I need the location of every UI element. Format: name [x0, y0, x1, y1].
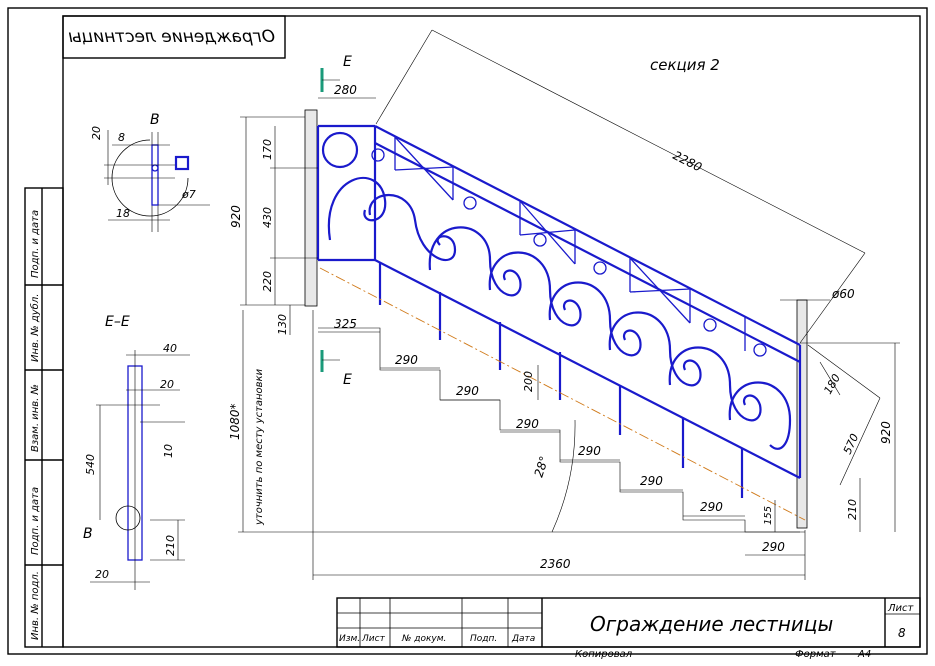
- cut-label-top: E: [343, 54, 352, 70]
- dim-step-4: 290: [640, 474, 663, 488]
- dim-step-6: 290: [762, 540, 785, 554]
- side-label-3: Инв. № дубл.: [29, 294, 41, 362]
- stamp-title: Ограждение лестницы: [590, 612, 833, 636]
- dim-b-phi7: ø7: [181, 188, 196, 201]
- stamp-col-izm: Изм.: [339, 634, 360, 644]
- dim-v-170: 170: [261, 139, 274, 160]
- dim-v-220: 220: [261, 271, 274, 292]
- side-label-2: Взам. инв. №: [30, 384, 41, 452]
- stamp-col-list: Лист: [361, 634, 386, 644]
- dim-v-200: 200: [522, 371, 535, 392]
- copied-label: Копировал: [575, 649, 633, 660]
- upper-panels: [371, 136, 767, 357]
- side-label-4: Подп. и дата: [30, 210, 41, 278]
- sheet-number: 8: [898, 626, 906, 640]
- dim-b-8: 8: [118, 131, 125, 144]
- dim-ee-40: 40: [163, 342, 177, 355]
- dim-step-1: 290: [456, 384, 479, 398]
- top-handrail: [374, 125, 801, 346]
- dim-2360: 2360: [540, 557, 571, 571]
- dim-v-920: 920: [229, 205, 243, 228]
- format-label: Формат: [795, 649, 837, 660]
- view-ee-section: E–E 40 20 540 10 B 210 20: [83, 314, 190, 590]
- b-square-tube: [174, 155, 190, 171]
- dim-b-18: 18: [116, 207, 130, 220]
- side-strip: Инв. № подл. Подп. и дата Взам. инв. № И…: [24, 187, 64, 648]
- dim-step-3: 290: [578, 444, 601, 458]
- dim-v-430: 430: [261, 207, 274, 228]
- stamp-col-podp: Подп.: [470, 634, 497, 644]
- dim-ee-540: 540: [84, 454, 97, 475]
- cut-label-bottom: E: [343, 372, 352, 388]
- dim-r-210: 210: [846, 499, 859, 520]
- cut-markers: E E: [320, 54, 352, 388]
- stair-steps: [318, 327, 805, 533]
- dim-ee-20a: 20: [160, 378, 174, 391]
- inner-frame: [62, 15, 921, 648]
- dim-155: 155: [763, 506, 774, 525]
- mirrored-title: Ограждение лестницы: [68, 27, 275, 47]
- dim-phi60: ø60: [831, 287, 855, 301]
- dim-b-20: 20: [90, 126, 103, 140]
- view-ee-label: E–E: [105, 314, 130, 330]
- view-b-detail: B 20 8 18 ø7: [90, 112, 210, 232]
- dim-2280: 2280: [671, 148, 705, 175]
- dim-ee-20b: 20: [95, 568, 109, 581]
- format-value: A4: [857, 649, 871, 660]
- view-b-callout: B: [83, 526, 93, 542]
- bottom-rail: [374, 259, 801, 479]
- sheet-border: [7, 7, 928, 655]
- title-block: Изм. Лист № докум. Подп. Дата Ограждение…: [336, 597, 921, 660]
- dim-v-1080: 1080*: [228, 403, 242, 440]
- stamp-col-doc: № докум.: [401, 634, 446, 644]
- stamp-col-date: Дата: [511, 634, 535, 644]
- scroll-band: [327, 176, 792, 450]
- railing-main-view: [304, 109, 808, 533]
- side-label-0: Инв. № подл.: [30, 571, 41, 640]
- dim-step-0: 290: [395, 353, 418, 367]
- dim-step-2: 290: [516, 417, 539, 431]
- top-ring: [321, 131, 359, 169]
- dim-step-5: 290: [700, 500, 723, 514]
- posts: [378, 262, 744, 498]
- dim-r-920: 920: [879, 421, 893, 444]
- dim-ee-10: 10: [162, 444, 175, 458]
- main-dimensions: 280 2280 920 170 430 220 130 1080* уточн…: [228, 29, 900, 580]
- dim-angle-28: 28°: [532, 454, 552, 479]
- dim-v-130: 130: [276, 314, 289, 335]
- wall-left: [304, 109, 318, 307]
- dim-570: 570: [841, 432, 861, 456]
- dim-ee-210: 210: [164, 535, 177, 556]
- mirrored-title-box: [62, 15, 286, 59]
- dim-280: 280: [334, 83, 357, 97]
- stair-axis: [319, 267, 806, 521]
- dim-180: 180: [821, 372, 843, 397]
- side-label-1: Подп. и дата: [30, 487, 41, 555]
- view-b-label: B: [150, 112, 160, 128]
- sheet-label: Лист: [887, 603, 915, 614]
- dim-325: 325: [334, 317, 357, 331]
- section-title: секция 2: [650, 56, 720, 74]
- vertical-note: уточнить по месту установки: [254, 368, 265, 526]
- newel-post-right: [796, 299, 808, 529]
